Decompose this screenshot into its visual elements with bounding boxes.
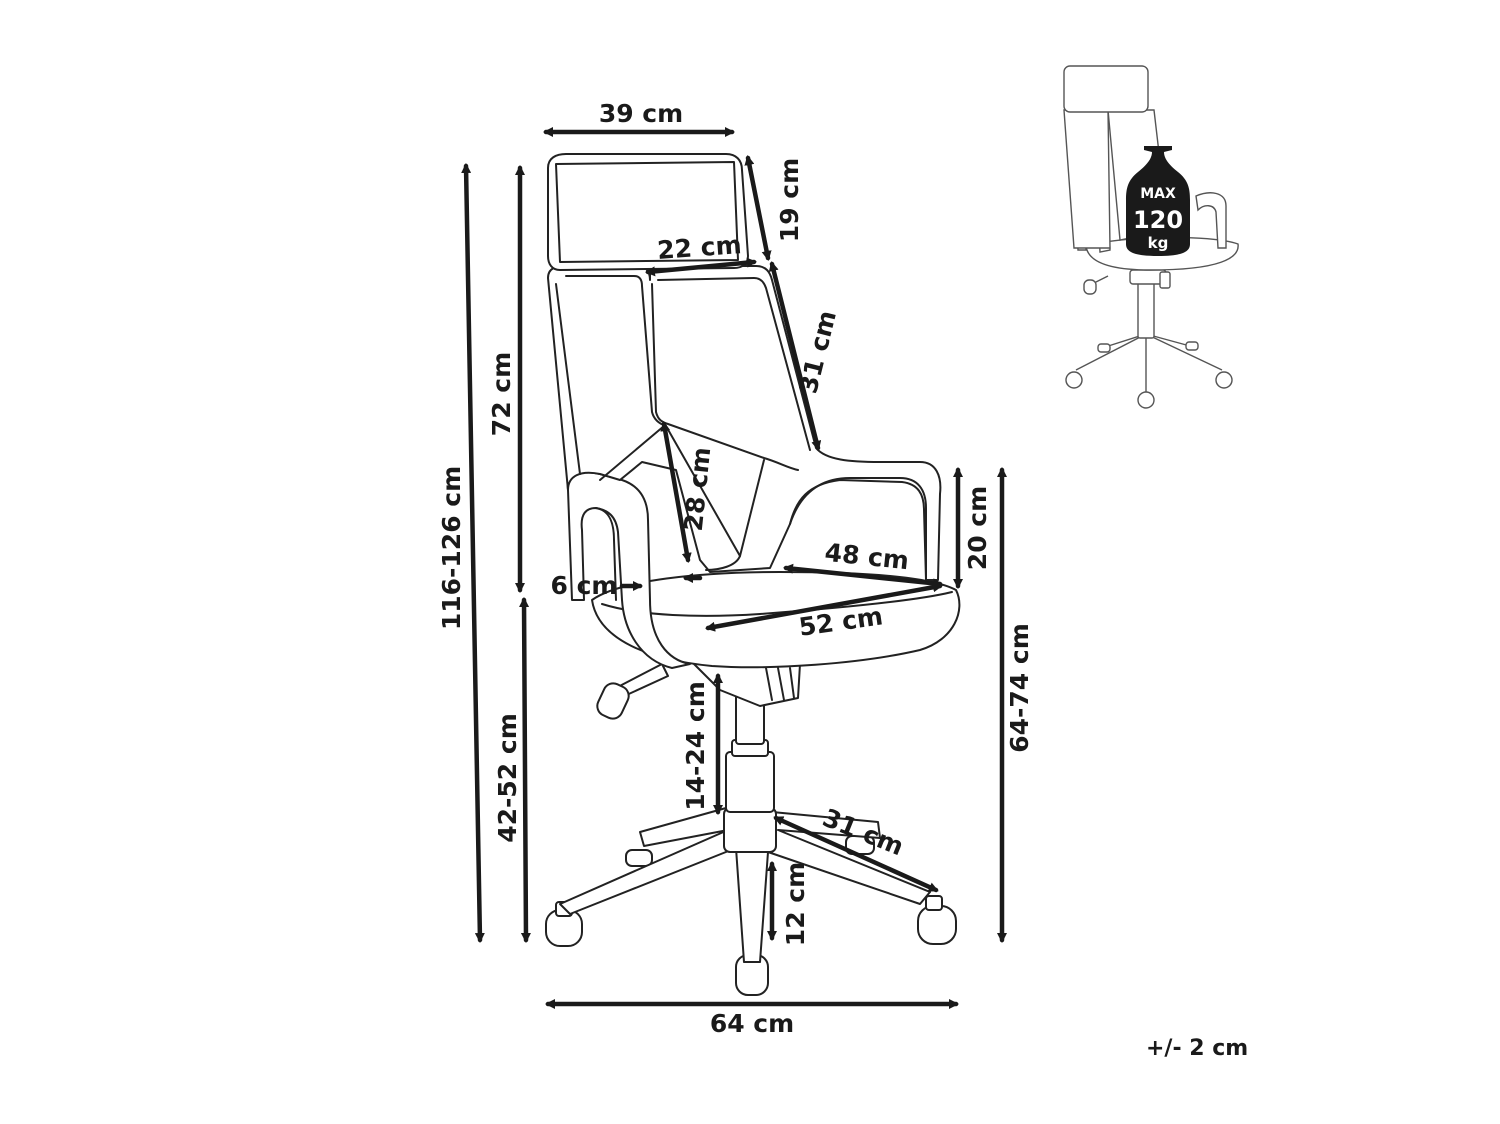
label-armrest-width: 6 cm	[551, 571, 618, 600]
label-armrest-above-seat: 20 cm	[963, 486, 992, 570]
dim-backrest-lower-height	[660, 421, 692, 563]
label-backrest-top-width: 22 cm	[656, 230, 742, 265]
label-base-width: 64 cm	[710, 1009, 794, 1038]
badge-value: 120	[1133, 206, 1183, 234]
caster-right	[917, 895, 957, 945]
tolerance-note: +/- 2 cm	[1146, 1036, 1249, 1061]
armrest-right	[789, 477, 927, 581]
caster-back-left	[625, 849, 653, 867]
dim-backrest-upper-height	[768, 261, 822, 451]
dim-headrest-height	[744, 155, 772, 261]
dim-total-height	[461, 163, 485, 943]
label-headrest-width: 39 cm	[599, 99, 683, 128]
label-seat-height: 42-52 cm	[493, 713, 522, 843]
dim-seat-height	[519, 597, 531, 943]
dim-base-leg	[773, 815, 939, 893]
weight-icon	[1126, 146, 1190, 256]
badge-max: MAX	[1140, 186, 1176, 202]
label-gas-lift: 14-24 cm	[681, 681, 710, 811]
label-base-height: 12 cm	[781, 862, 810, 946]
label-backrest-height: 72 cm	[487, 352, 516, 436]
chair-drawing	[545, 153, 961, 996]
dim-backrest-top-width	[645, 257, 757, 277]
label-headrest-height: 19 cm	[775, 158, 804, 242]
backrest	[547, 265, 942, 581]
label-seat-width-inner: 48 cm	[823, 538, 910, 576]
label-armrest-height: 64-74 cm	[1005, 623, 1034, 753]
max-weight-badge: MAX 120 kg	[1126, 146, 1190, 256]
label-total-height: 116-126 cm	[437, 466, 466, 630]
dim-seat-width-inner	[783, 563, 943, 589]
label-backrest-upper-height: 31 cm	[793, 308, 842, 397]
badge-unit: kg	[1148, 234, 1169, 252]
dim-seat-width	[705, 582, 943, 632]
